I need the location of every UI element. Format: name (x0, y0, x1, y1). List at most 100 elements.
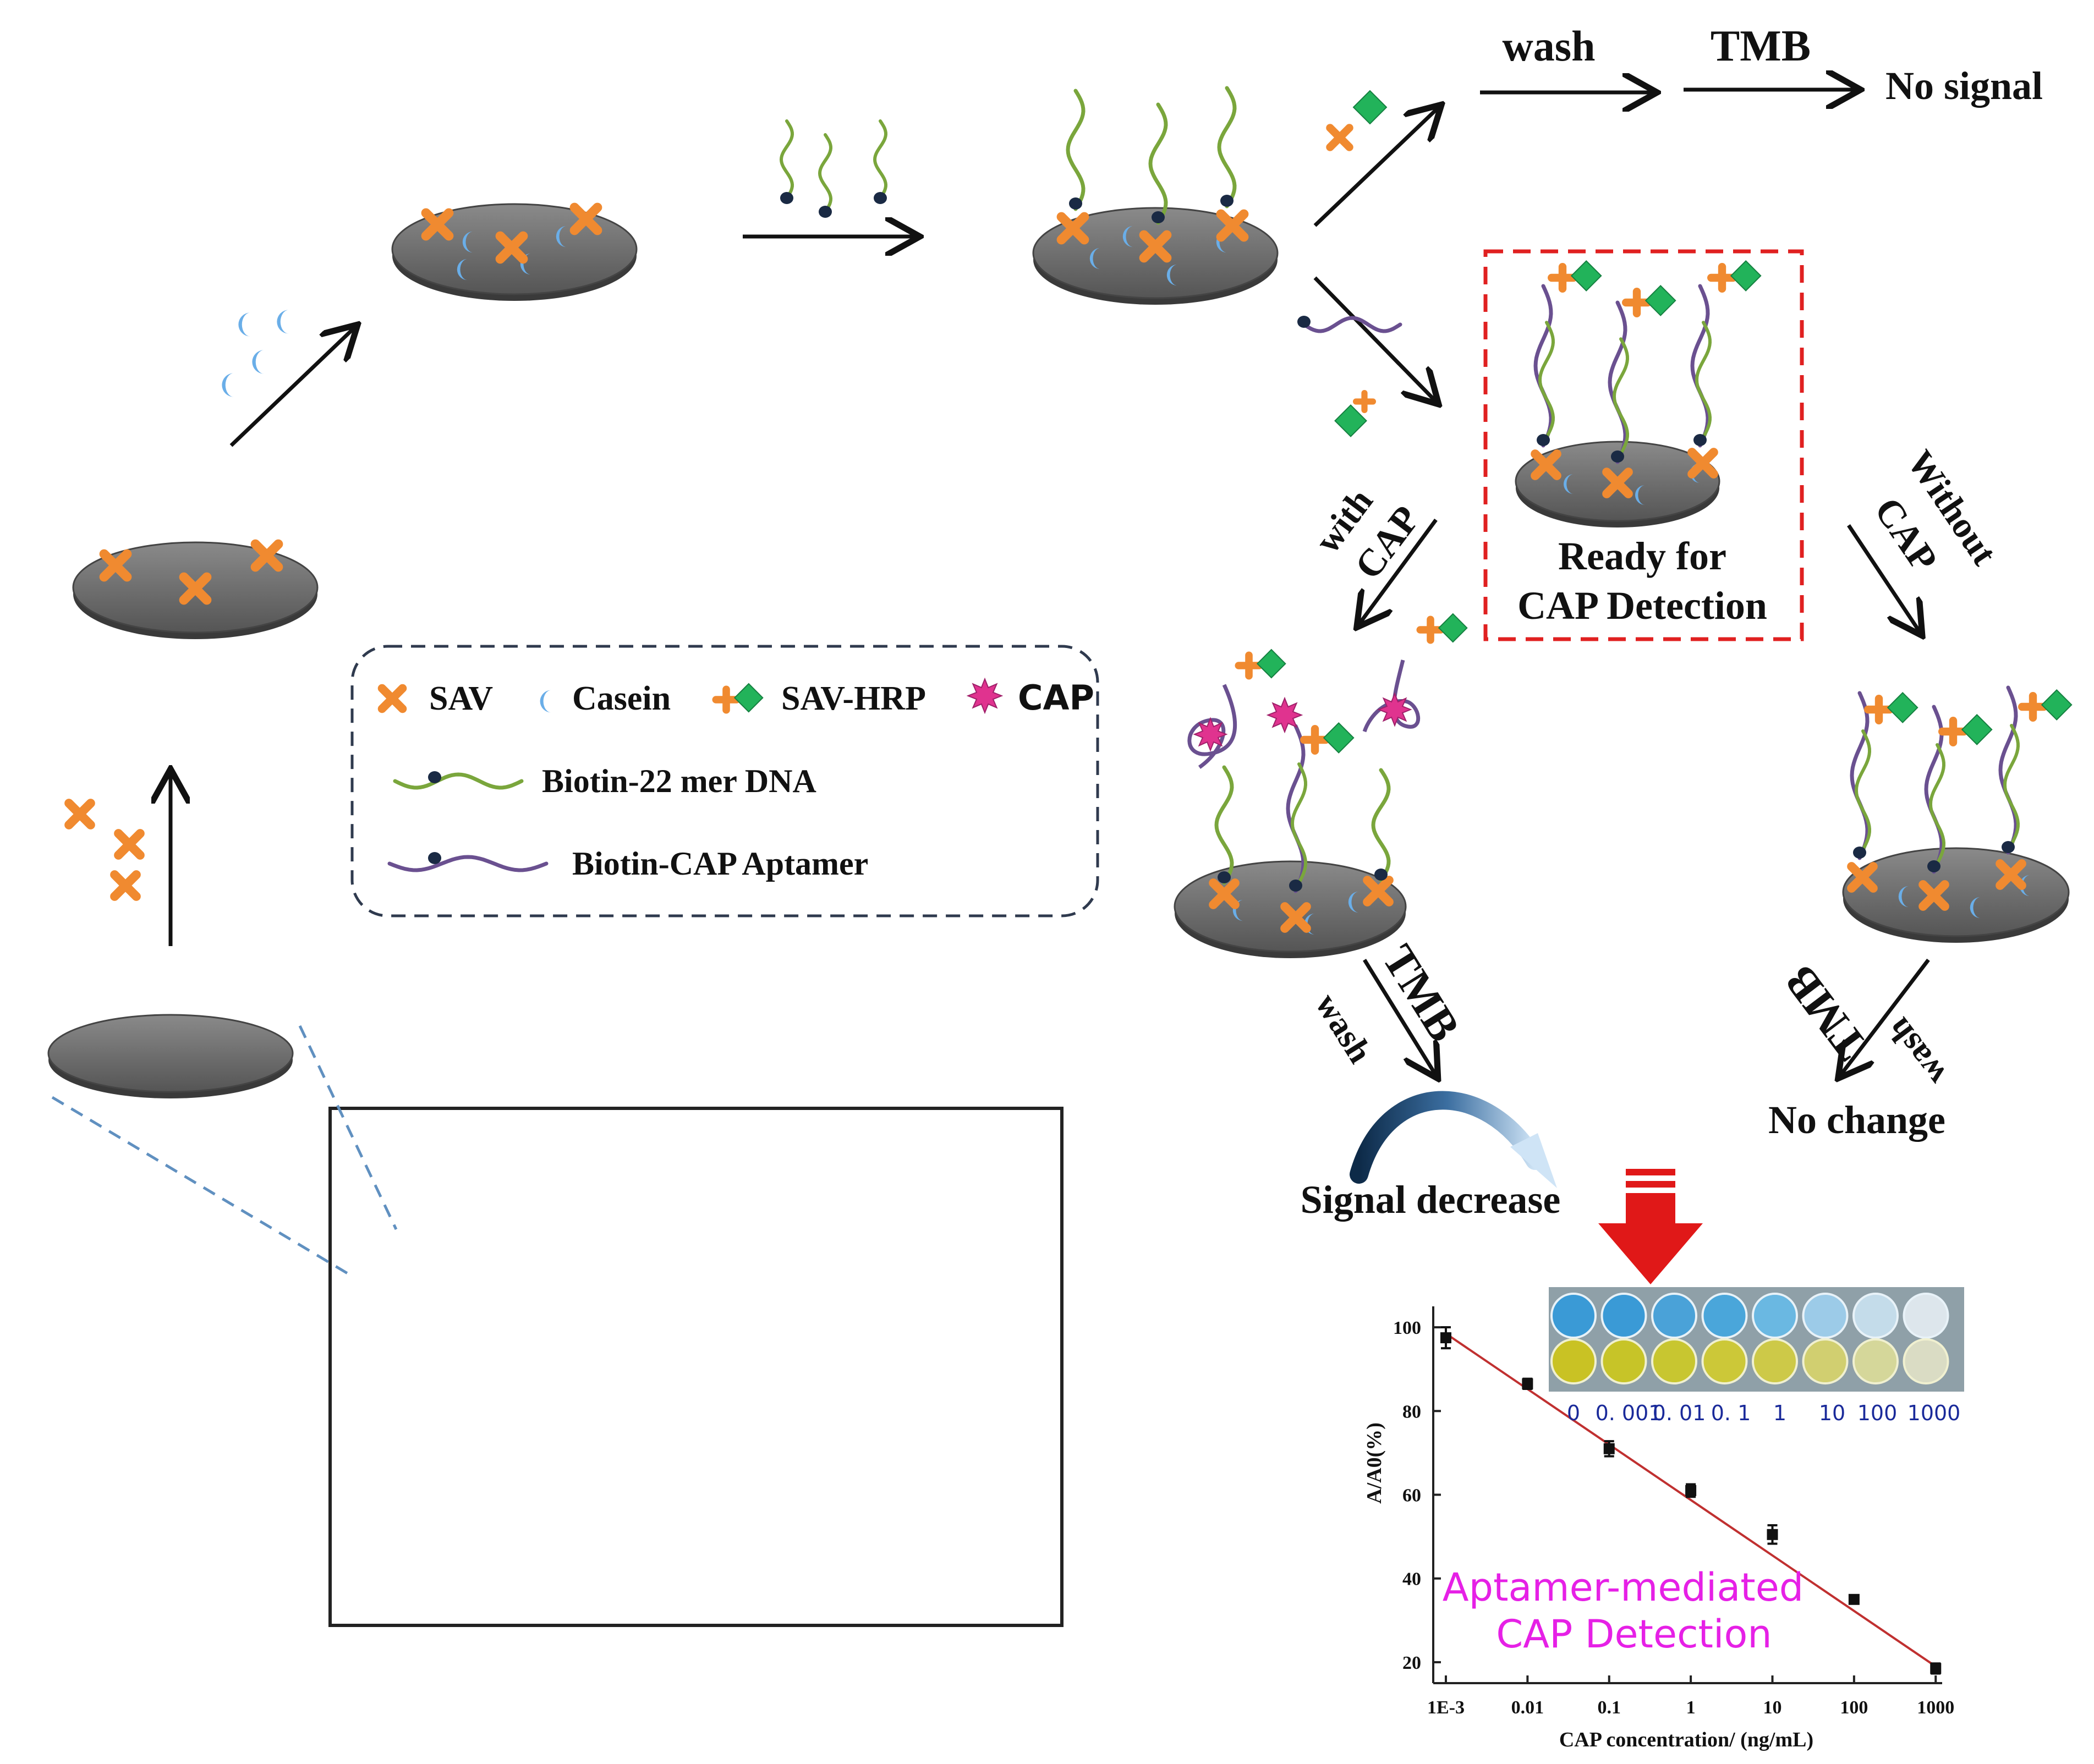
strip-well-yellow (1852, 1338, 1899, 1384)
arrow-left-wash-tmb (1363, 959, 1436, 1075)
chart-title-line1: Aptamer-mediated (1443, 1565, 1804, 1610)
sav-bar (377, 684, 407, 713)
zoom-line-bottom (51, 1096, 353, 1278)
biotin-dot (1374, 869, 1388, 881)
biotin-dot (1069, 197, 1082, 210)
strand (1148, 102, 1168, 225)
sav-plus-icon (1300, 725, 1330, 755)
legend-biotin-aptamer-label: Biotin-CAP Aptamer (572, 845, 868, 882)
casein-icon (1635, 485, 1645, 505)
label-wash-top: wash (1502, 22, 1595, 70)
casein-icon (462, 231, 473, 253)
strip-well-yellow (1903, 1338, 1949, 1384)
casein-icon (277, 310, 289, 334)
sav-icon (179, 572, 212, 605)
sav-plus-icon (2018, 692, 2048, 722)
strip-label: 1000 (1907, 1401, 1961, 1425)
cap-molecule (1266, 696, 1303, 734)
hrp-diamond (1961, 713, 1993, 745)
point-marker (1685, 1485, 1697, 1496)
sav-hrp-icon (1416, 613, 1468, 644)
sav-plus-icon (1938, 717, 1968, 746)
strip-label: 100 (1857, 1401, 1898, 1425)
sav-hrp-icon (1622, 284, 1676, 317)
strip-well-yellow (1802, 1338, 1849, 1384)
x-tick-label: 1000 (1917, 1697, 1954, 1718)
signal-decrease-arrowhead (1510, 1133, 1557, 1188)
strand (1854, 729, 1872, 851)
x-tick-label: 1 (1686, 1697, 1696, 1718)
sav-plus-icon (1416, 616, 1445, 644)
biotin-dot (428, 771, 441, 783)
plus-bar (1718, 263, 1726, 293)
strip-label: 0. 001 (1596, 1401, 1662, 1425)
sav-icon (1216, 209, 1249, 242)
legend-casein-label: Casein (572, 680, 671, 717)
casein-icon (1564, 474, 1574, 494)
sav-bar (1531, 449, 1561, 480)
biotin-dot (1853, 847, 1866, 859)
strand (1290, 762, 1308, 884)
hrp-diamond (1570, 260, 1602, 292)
biotin-dot (1218, 871, 1231, 883)
sav-icon (1531, 449, 1561, 480)
x-tick-label: 1E-3 (1427, 1697, 1465, 1718)
ready-frame (1483, 249, 1804, 641)
point-marker (1603, 1443, 1615, 1454)
biotin-dot (874, 192, 887, 204)
label-tmb-left: TMB (1373, 936, 1470, 1050)
x-tick-label: 10 (1763, 1697, 1781, 1718)
biotin-dot (1611, 450, 1624, 463)
sav-icon (114, 829, 145, 860)
plus-bar (1245, 651, 1253, 680)
sav-icon (1996, 859, 2026, 890)
arrow-with-cap (1359, 518, 1438, 624)
casein-icon (1898, 886, 1909, 908)
sav-plus-icon (1864, 695, 1894, 724)
strip-label: 1 (1773, 1401, 1786, 1425)
biotin-dot (1297, 316, 1311, 328)
strand (1928, 743, 1946, 865)
strand (1371, 768, 1391, 882)
cap-molecule (966, 677, 1004, 715)
plus-bar (1361, 390, 1368, 413)
sav-bar (99, 549, 132, 582)
sav-plus-icon (1353, 390, 1376, 413)
sav-bar (179, 572, 212, 605)
label-tmb-top: TMB (1711, 22, 1811, 70)
free-casein (222, 310, 289, 397)
cap-star (1193, 717, 1228, 752)
strip-label: 0 (1567, 1401, 1580, 1425)
plus-bar (1874, 695, 1883, 724)
sav-bar (1847, 862, 1878, 893)
legend-icons (377, 677, 1004, 872)
plus-bar (2029, 692, 2037, 722)
sav-bar (1996, 859, 2026, 890)
cap-molecule (1377, 692, 1412, 727)
label-no-change: No change (1768, 1098, 1945, 1142)
strand-horizontal (387, 855, 549, 872)
biotin-dot (1537, 434, 1550, 446)
casein-icon (540, 690, 551, 713)
biotin-dot (1220, 195, 1234, 207)
plus-bar (1427, 616, 1434, 644)
casein-icon (238, 312, 250, 337)
casein-icon (1970, 897, 1981, 919)
data-point (1603, 1440, 1615, 1458)
bare-disc (47, 1014, 294, 1098)
sav-bar (569, 202, 602, 235)
casein-icon (1089, 248, 1100, 270)
disc-surface (1842, 847, 2070, 937)
strand (779, 119, 794, 200)
sav-hrp-icon (1864, 691, 1918, 724)
sav-icon (1687, 448, 1718, 479)
sav-bar (495, 231, 528, 264)
process-arrows (171, 90, 1930, 1075)
y-tick-label: 40 (1402, 1569, 1421, 1590)
casein-icon (556, 226, 567, 248)
casein-icon (1166, 264, 1177, 286)
sav-bar (1687, 448, 1718, 479)
disc-surface (47, 1014, 294, 1093)
